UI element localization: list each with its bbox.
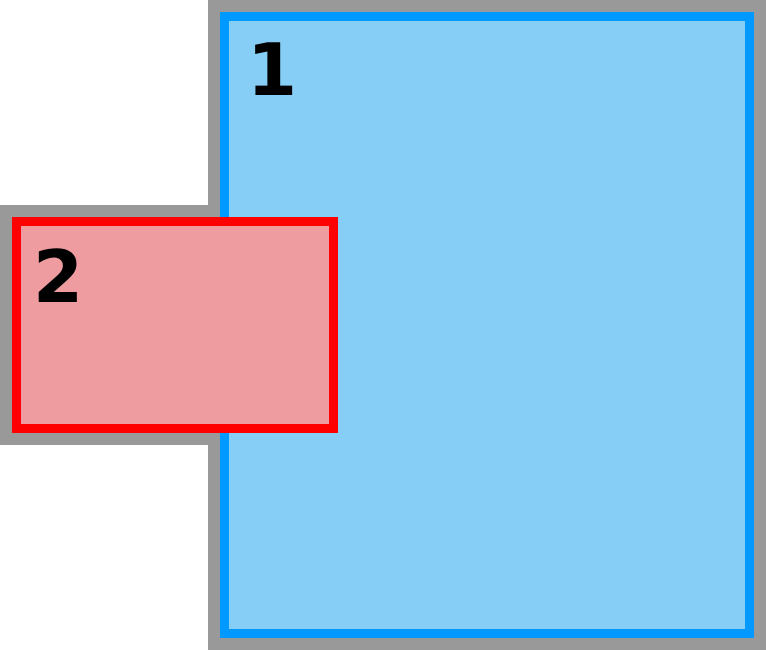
box-1-label: 1	[247, 28, 298, 112]
box-2-label: 2	[33, 235, 84, 319]
box-2	[12, 217, 338, 433]
